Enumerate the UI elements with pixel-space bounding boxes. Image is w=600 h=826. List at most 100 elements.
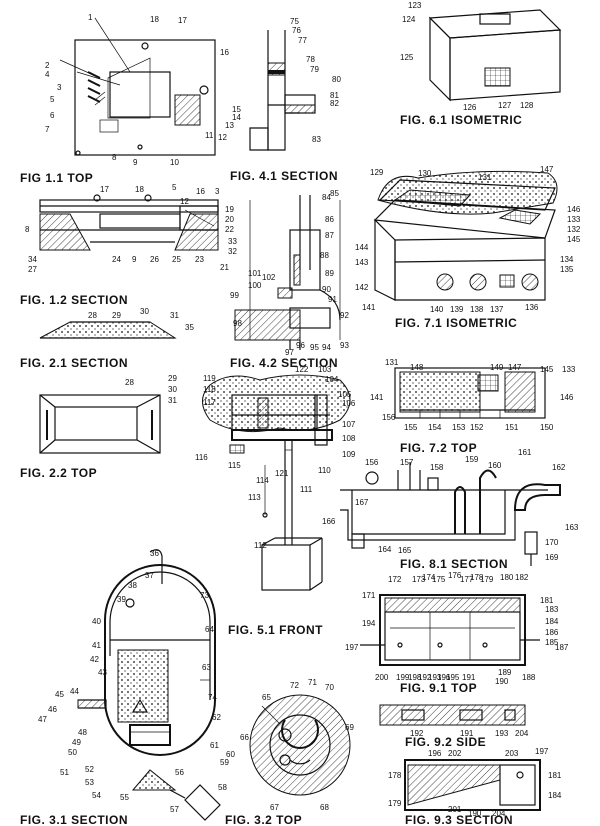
callout: 202 [448,749,462,758]
callout: 193 [428,673,442,682]
callout: 41 [92,641,101,650]
callout: 199 [396,673,410,682]
caption-fig-3-1: FIG. 3.1 SECTION [20,813,128,826]
callout: 95 [310,343,319,352]
callout: 185 [545,638,559,647]
caption-fig-1-2: FIG. 1.2 SECTION [20,293,128,307]
callout: 29 [112,311,121,320]
callout: 97 [285,348,294,357]
callout: 18 [135,185,144,194]
callout: 30 [168,385,177,394]
callout: 143 [355,258,369,267]
callout: 132 [567,225,581,234]
callout: 2 [45,61,50,70]
callout: 32 [228,247,237,256]
figure-3-2 [249,694,351,796]
caption-fig-2-1: FIG. 2.1 SECTION [20,356,128,370]
callout: 197 [345,643,359,652]
callout: 16 [220,48,229,57]
callout: 142 [355,283,369,292]
callout: 20 [225,215,234,224]
callout: 160 [488,461,502,470]
callout: 192 [410,729,424,738]
callout: 131 [385,358,399,367]
callout: 29 [168,374,177,383]
callout: 63 [202,663,211,672]
callout: 166 [322,517,336,526]
callout: 144 [355,243,369,252]
caption-fig-2-2: FIG. 2.2 TOP [20,466,97,480]
callout: 4 [45,70,50,79]
callout: 204 [492,809,506,818]
callout: 9 [133,158,138,167]
callout: 42 [90,655,99,664]
callout: 113 [248,493,261,502]
callout: 145 [567,235,581,244]
callout: 93 [340,341,349,350]
callout: 180 [500,573,514,582]
callout: 109 [342,450,356,459]
callout: 147 [508,363,522,372]
callout: 55 [120,793,129,802]
callout: 66 [240,733,249,742]
callout: 86 [325,215,334,224]
callout: 46 [48,705,57,714]
callout: 23 [195,255,204,264]
callout: 112 [254,541,267,550]
callout: 163 [565,523,579,532]
figure-2-1 [39,321,177,339]
callout: 175 [432,575,446,584]
callout: 179 [388,799,402,808]
callout: 121 [275,469,289,478]
callout: 40 [92,617,101,626]
callout: 52 [85,765,94,774]
callout: 78 [306,55,315,64]
callout: 201 [448,805,462,814]
callout: 99 [230,291,239,300]
callout: 30 [140,307,149,316]
callout: 125 [400,53,414,62]
callout: 16 [196,187,205,196]
caption-fig-7-1: FIG. 7.1 ISOMETRIC [395,316,517,330]
callout: 22 [225,225,234,234]
callout: 141 [362,303,376,312]
callout: 107 [342,420,356,429]
callout: 127 [498,101,512,110]
callout: 140 [430,305,444,314]
callout: 35 [185,323,194,332]
callout: 191 [460,729,474,738]
callout: 133 [567,215,581,224]
callout: 182 [515,573,529,582]
callout: 110 [318,466,331,475]
callout: 173 [412,575,426,584]
callout: 118 [203,385,216,394]
callout: 108 [342,434,356,443]
callout: 15 [232,105,241,114]
callout: 17 [178,16,187,25]
callout: 122 [295,365,309,374]
callout: 80 [332,75,341,84]
callout: 58 [218,783,227,792]
callout: 161 [518,448,532,457]
callout: 158 [430,463,444,472]
callout: 178 [470,573,484,582]
figure-3-1 [77,549,221,821]
callout: 13 [225,121,234,130]
callout: 155 [404,423,418,432]
callout: 14 [232,113,241,122]
figure-9-1 [360,594,540,666]
callout: 156 [382,413,396,422]
callout: 87 [325,231,334,240]
callout: 134 [560,255,574,264]
callout: 197 [535,747,549,756]
callout: 96 [296,341,305,350]
callout: 116 [195,453,208,462]
callout: 70 [325,683,334,692]
callout: 39 [117,595,126,604]
callout: 92 [340,311,349,320]
callout: 47 [38,715,47,724]
callout: 156 [365,458,379,467]
callout: 28 [88,311,97,320]
callout: 136 [525,303,539,312]
callout: 69 [345,723,354,732]
